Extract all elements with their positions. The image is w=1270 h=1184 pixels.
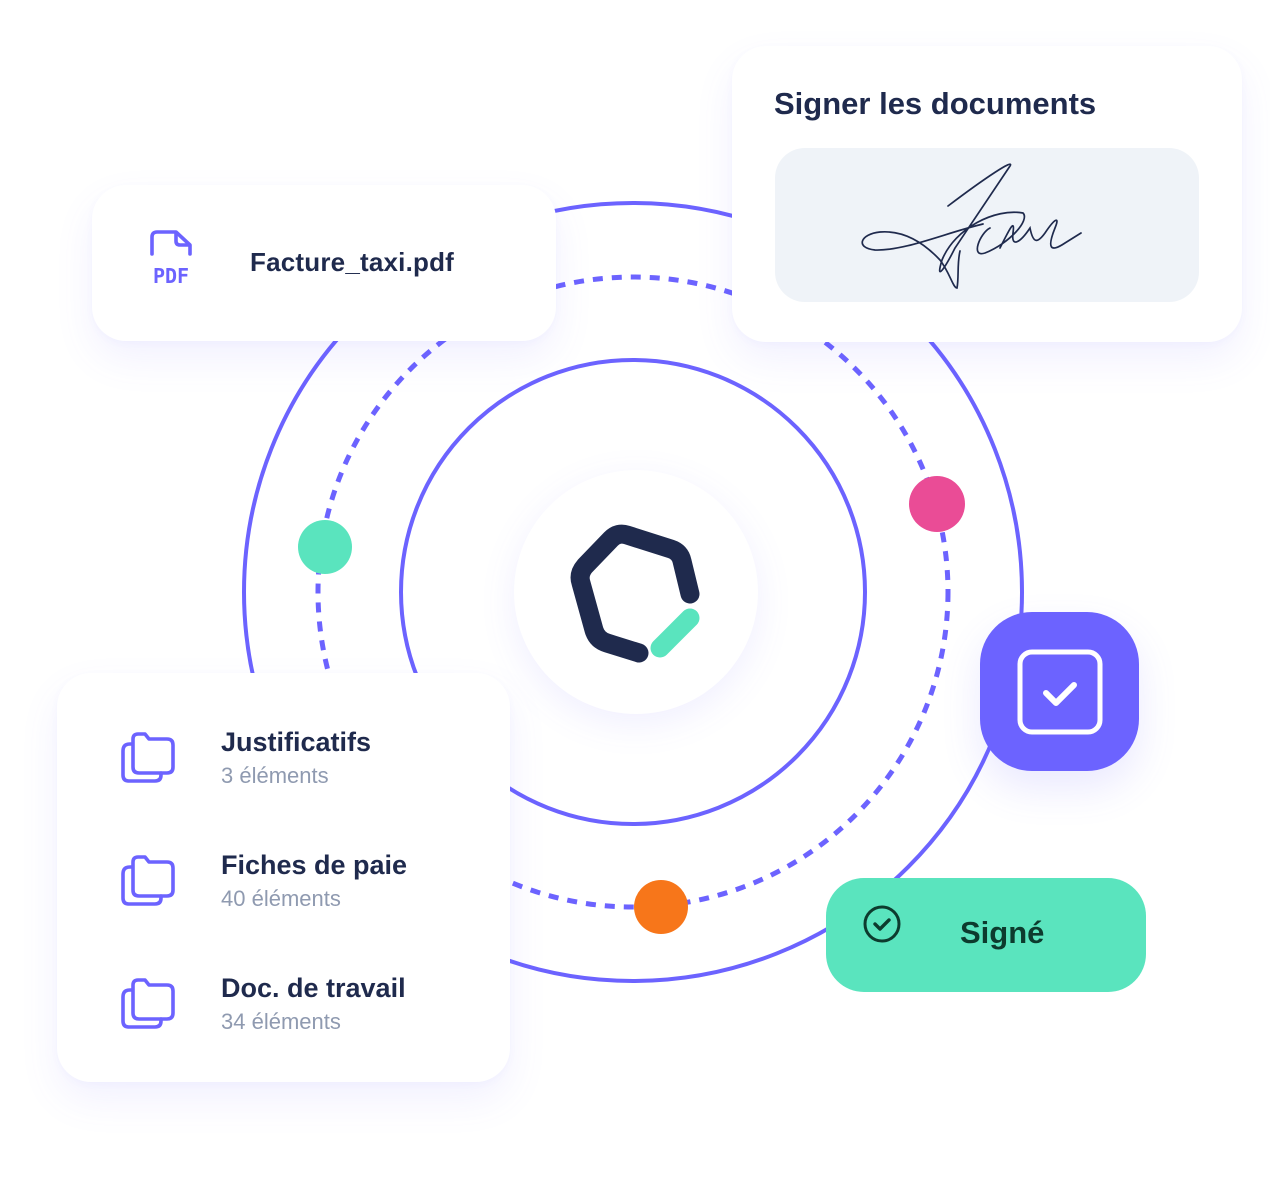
signature-pad[interactable] xyxy=(775,148,1199,302)
dashed-orbit xyxy=(315,274,951,910)
folder-name: Justificatifs xyxy=(221,727,372,757)
checkbox-tile[interactable] xyxy=(980,612,1139,771)
file-card[interactable]: PDF Facture_taxi.pdf xyxy=(92,185,556,341)
folder-stack-icon xyxy=(121,732,175,783)
folders-card: Justificatifs 3 éléments Fiches de paie … xyxy=(57,673,510,1082)
folder-name: Fiches de paie xyxy=(221,850,408,880)
outer-orbit xyxy=(242,201,1024,983)
file-name: Facture_taxi.pdf xyxy=(250,247,455,277)
folder-item-doc-de-travail[interactable]: Doc. de travail 34 éléments xyxy=(57,973,510,1047)
mint-dot xyxy=(298,520,352,574)
folder-stack-icon xyxy=(121,978,175,1029)
folder-count: 34 éléments xyxy=(221,1009,341,1034)
folder-item-justificatifs[interactable]: Justificatifs 3 éléments xyxy=(57,727,510,801)
signed-label: Signé xyxy=(960,915,1045,950)
folder-item-fiches-de-paie[interactable]: Fiches de paie 40 éléments xyxy=(57,850,510,924)
center-logo-disk xyxy=(514,470,758,714)
check-circle-icon xyxy=(863,905,901,943)
pink-dot xyxy=(909,476,965,532)
pdf-file-icon: PDF xyxy=(150,230,192,287)
orange-dot xyxy=(634,880,688,934)
pdf-icon-label: PDF xyxy=(153,264,189,287)
sign-documents-card: Signer les documents xyxy=(732,46,1242,342)
folder-count: 40 éléments xyxy=(221,886,341,911)
signature-drawing xyxy=(861,163,1082,289)
checkbox-checked-icon xyxy=(1017,649,1103,735)
sign-card-title: Signer les documents xyxy=(774,86,1097,121)
folder-name: Doc. de travail xyxy=(221,973,406,1003)
folder-stack-icon xyxy=(121,855,175,906)
folder-count: 3 éléments xyxy=(221,763,329,788)
inner-orbit xyxy=(399,358,867,826)
hexagon-logo-icon xyxy=(570,524,700,663)
signed-status-badge: Signé xyxy=(826,878,1146,992)
